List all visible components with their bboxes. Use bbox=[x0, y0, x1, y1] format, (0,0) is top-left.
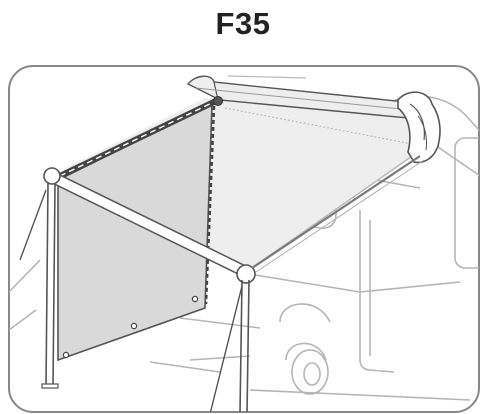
scene bbox=[9, 75, 479, 412]
front-lead-bar bbox=[43, 167, 256, 284]
zipper-line bbox=[204, 105, 216, 305]
support-arm bbox=[251, 155, 421, 269]
awning-cassette bbox=[186, 75, 441, 164]
panel-eyelet bbox=[62, 351, 70, 359]
front-leg bbox=[209, 279, 250, 412]
panel-eyelet bbox=[130, 322, 138, 330]
panel-eyelet bbox=[191, 295, 199, 303]
caravan-body bbox=[9, 95, 479, 401]
left-leg bbox=[19, 181, 59, 389]
figure-title: F35 bbox=[215, 6, 271, 41]
top-rail bbox=[57, 96, 223, 179]
awning-side-panel-illustration bbox=[8, 65, 480, 413]
